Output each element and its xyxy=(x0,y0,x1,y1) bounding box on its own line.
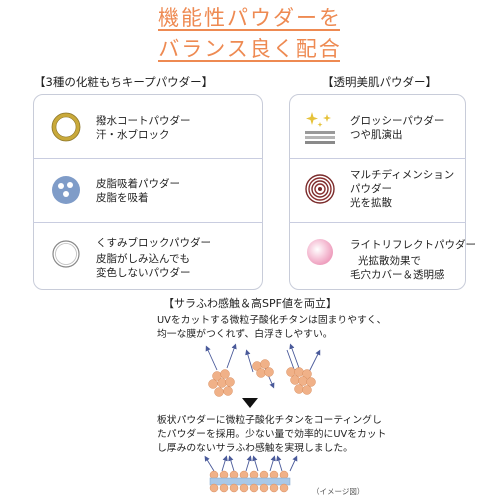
left-item-1-name: 撥水コートパウダー xyxy=(96,115,191,127)
headline-underline-2 xyxy=(158,60,340,62)
after-text-3: し厚みのないサラふわ感触を実現しました。 xyxy=(157,443,353,454)
pink-sphere-icon xyxy=(307,239,333,265)
right-item-2-name-1: マルチディメンション xyxy=(350,169,455,181)
bottom-section-title: 【サラふわ感触＆高SPF値を両立】 xyxy=(163,297,337,310)
headline-line-2: バランス良く配合 xyxy=(158,37,342,61)
left-item-2-desc: 皮脂を吸着 xyxy=(96,192,149,204)
right-divider-2 xyxy=(289,222,466,223)
before-text-1: UVをカットする微粒子酸化チタンは固まりやすく、 xyxy=(157,315,387,326)
right-item-1-name: グロッシーパウダー xyxy=(350,115,445,127)
left-divider-1 xyxy=(33,158,263,159)
before-text-2: 均一な膜がつくれず、白浮きしやすい。 xyxy=(157,329,333,340)
after-text-2: たパウダーを採用。少ない量で効率的にUVをカット xyxy=(157,429,387,440)
headline-line-1: 機能性パウダーを xyxy=(158,6,342,30)
coated-plate-diagram xyxy=(204,455,298,493)
spiral-icon xyxy=(305,174,335,204)
left-divider-2 xyxy=(33,222,263,223)
down-triangle-icon xyxy=(242,398,258,408)
blue-dots-icon xyxy=(52,176,80,204)
right-item-3-name: ライトリフレクトパウダー xyxy=(350,239,476,251)
right-item-2-name-2: パウダー xyxy=(350,183,392,195)
left-item-3-desc-2: 変色しないパウダー xyxy=(96,267,191,279)
white-ring-icon xyxy=(52,240,80,268)
sparkle-icon xyxy=(305,112,335,144)
left-item-1-desc: 汗・水ブロック xyxy=(96,129,170,141)
right-group-title: 【透明美肌パウダー】 xyxy=(322,75,437,89)
right-item-1-desc: つや肌演出 xyxy=(350,129,403,141)
right-item-3-desc-2: 毛穴カバー＆透明感 xyxy=(350,269,445,281)
left-group-title: 【3種の化粧もちキープパウダー】 xyxy=(34,75,214,89)
right-item-2-desc: 光を拡散 xyxy=(350,197,392,209)
headline-underline-1 xyxy=(158,29,340,31)
clumped-particles-diagram xyxy=(205,343,321,397)
left-item-2-name: 皮脂吸着パウダー xyxy=(96,178,180,190)
gold-ring-icon xyxy=(51,112,81,142)
right-divider-1 xyxy=(289,158,466,159)
right-item-3-desc-1: 光拡散効果で xyxy=(358,255,421,267)
left-item-3-desc-1: 皮脂がしみ込んでも xyxy=(96,253,190,265)
image-note: （イメージ図） xyxy=(312,487,365,496)
left-item-3-name: くすみブロックパウダー xyxy=(96,237,211,249)
after-text-1: 板状パウダーに微粒子酸化チタンをコーティングし xyxy=(157,415,382,426)
